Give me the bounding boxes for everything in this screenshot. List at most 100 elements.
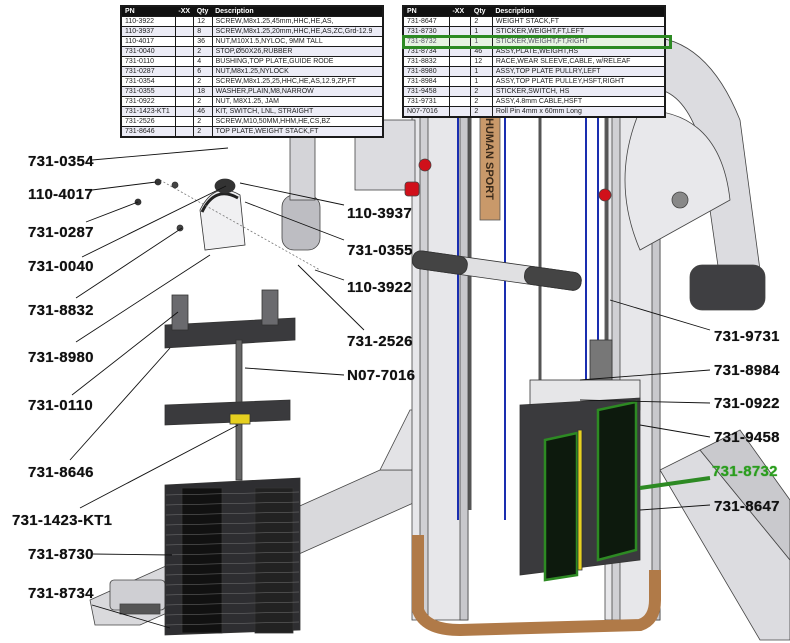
cell-xx: [174, 116, 195, 127]
cell-description: BUSHING,TOP PLATE,GUIDE RODE: [211, 56, 384, 67]
cell-description: ASSY,PLATE,WEIGHT,HS: [491, 46, 666, 57]
cell-qty: 4: [193, 56, 213, 67]
installed-weight-stack: [412, 339, 661, 637]
cell-qty: 1: [470, 66, 493, 77]
cell-xx: [174, 66, 195, 77]
callout-731-8980: 731-8980: [28, 349, 94, 366]
cell-description: STOP,Ø50X26,RUBBER: [211, 46, 384, 57]
cell-qty: 1: [470, 26, 493, 37]
cell-pn: 731-8730: [402, 26, 450, 37]
weight-plate-lines: [165, 491, 300, 626]
cell-pn: 731-0355: [120, 86, 176, 97]
callout-731-8647: 731-8647: [714, 498, 780, 515]
cell-xx: [174, 126, 195, 138]
cell-description: ASSY,TOP PLATE PULLRY,LEFT: [491, 66, 666, 77]
cell-description: STICKER,WEIGHT,FT,LEFT: [491, 26, 666, 37]
cell-xx: [448, 86, 472, 97]
cell-xx: [448, 46, 472, 57]
cell-qty: 6: [193, 66, 213, 77]
callout-731-8646: 731-8646: [28, 464, 94, 481]
cell-description: KIT, SWITCH, LNL, STRAIGHT: [211, 106, 384, 117]
cell-pn: 731-8832: [402, 56, 450, 67]
cell-qty: 1: [470, 76, 493, 87]
cell-qty: 2: [470, 16, 493, 27]
callout-731-8734: 731-8734: [28, 585, 94, 602]
cell-qty: 8: [193, 26, 213, 37]
cell-xx: [174, 36, 195, 47]
cell-qty: 2: [193, 96, 213, 107]
cell-xx: [174, 86, 195, 97]
cell-description: NUT,M10X1.5,NYLOC, 9MM TALL: [211, 36, 384, 47]
callout-731-9731: 731-9731: [714, 328, 780, 345]
header-xx: -XX: [175, 6, 194, 17]
cell-pn: 731-0287: [120, 66, 176, 77]
callout-731-0922: 731-0922: [714, 395, 780, 412]
cell-qty: 12: [470, 56, 493, 67]
callout-731-8732-highlighted: 731-8732: [712, 463, 778, 480]
cell-pn: 731-0110: [120, 56, 176, 67]
cell-pn: 731-8647: [402, 16, 450, 27]
cell-pn: 731-9731: [402, 96, 450, 107]
cell-qty: 46: [193, 106, 213, 117]
cell-qty: 2: [470, 86, 493, 97]
cell-description: RACE,WEAR SLEEVE,CABLE, w/RELEAF: [491, 56, 666, 67]
callout-731-8984: 731-8984: [714, 362, 780, 379]
callout-110-3937: 110-3937: [347, 205, 412, 222]
header-description: Description: [212, 6, 383, 17]
callout-n07-7016: N07-7016: [347, 367, 416, 384]
cell-qty: 12: [193, 16, 213, 27]
header-qty: Qty: [470, 6, 493, 17]
table-header-row: PN -XX Qty Description: [121, 6, 383, 17]
cell-xx: [174, 76, 195, 87]
cell-pn: 731-8734: [402, 46, 450, 57]
cell-qty: 2: [193, 126, 213, 138]
cell-description: WASHER,PLAIN,M8,NARROW: [211, 86, 384, 97]
handle-bar: [412, 250, 582, 291]
callout-731-9458: 731-9458: [714, 429, 780, 446]
callout-731-8730: 731-8730: [28, 546, 94, 563]
cell-description: ASSY,TOP PLATE PULLEY,HSFT,RIGHT: [491, 76, 666, 87]
cell-xx: [448, 36, 472, 47]
cell-pn: 731-0922: [120, 96, 176, 107]
callout-731-8832: 731-8832: [28, 302, 94, 319]
brand-plate: HUMAN SPORT: [479, 109, 501, 221]
cell-qty: 2: [470, 106, 493, 118]
cell-xx: [448, 76, 472, 87]
cell-pn: 731-8732: [402, 36, 450, 47]
cell-pn: 731-8646: [120, 126, 176, 138]
cell-xx: [448, 66, 472, 77]
header-xx: -XX: [449, 6, 471, 17]
cell-description: TOP PLATE,WEIGHT STACK,FT: [211, 126, 384, 138]
callout-731-1423-kt1: 731-1423-KT1: [12, 512, 113, 529]
callout-731-2526: 731-2526: [347, 333, 413, 350]
header-qty: Qty: [193, 6, 213, 17]
callout-731-0355: 731-0355: [347, 242, 413, 259]
cell-qty: 1: [470, 36, 493, 47]
cell-description: SCREW,M8x1.25,45mm,HHC,HE,AS,: [211, 16, 384, 27]
cell-xx: [174, 26, 195, 37]
cell-description: STICKER,WEIGHT,FT,RIGHT: [491, 36, 666, 47]
cell-qty: 36: [193, 36, 213, 47]
cell-pn: 731-1423-KT1: [120, 106, 176, 117]
cell-pn: 731-8980: [402, 66, 450, 77]
header-pn: PN: [121, 6, 176, 17]
cell-xx: [174, 106, 195, 117]
cell-xx: [174, 46, 195, 57]
cell-qty: 2: [470, 96, 493, 107]
